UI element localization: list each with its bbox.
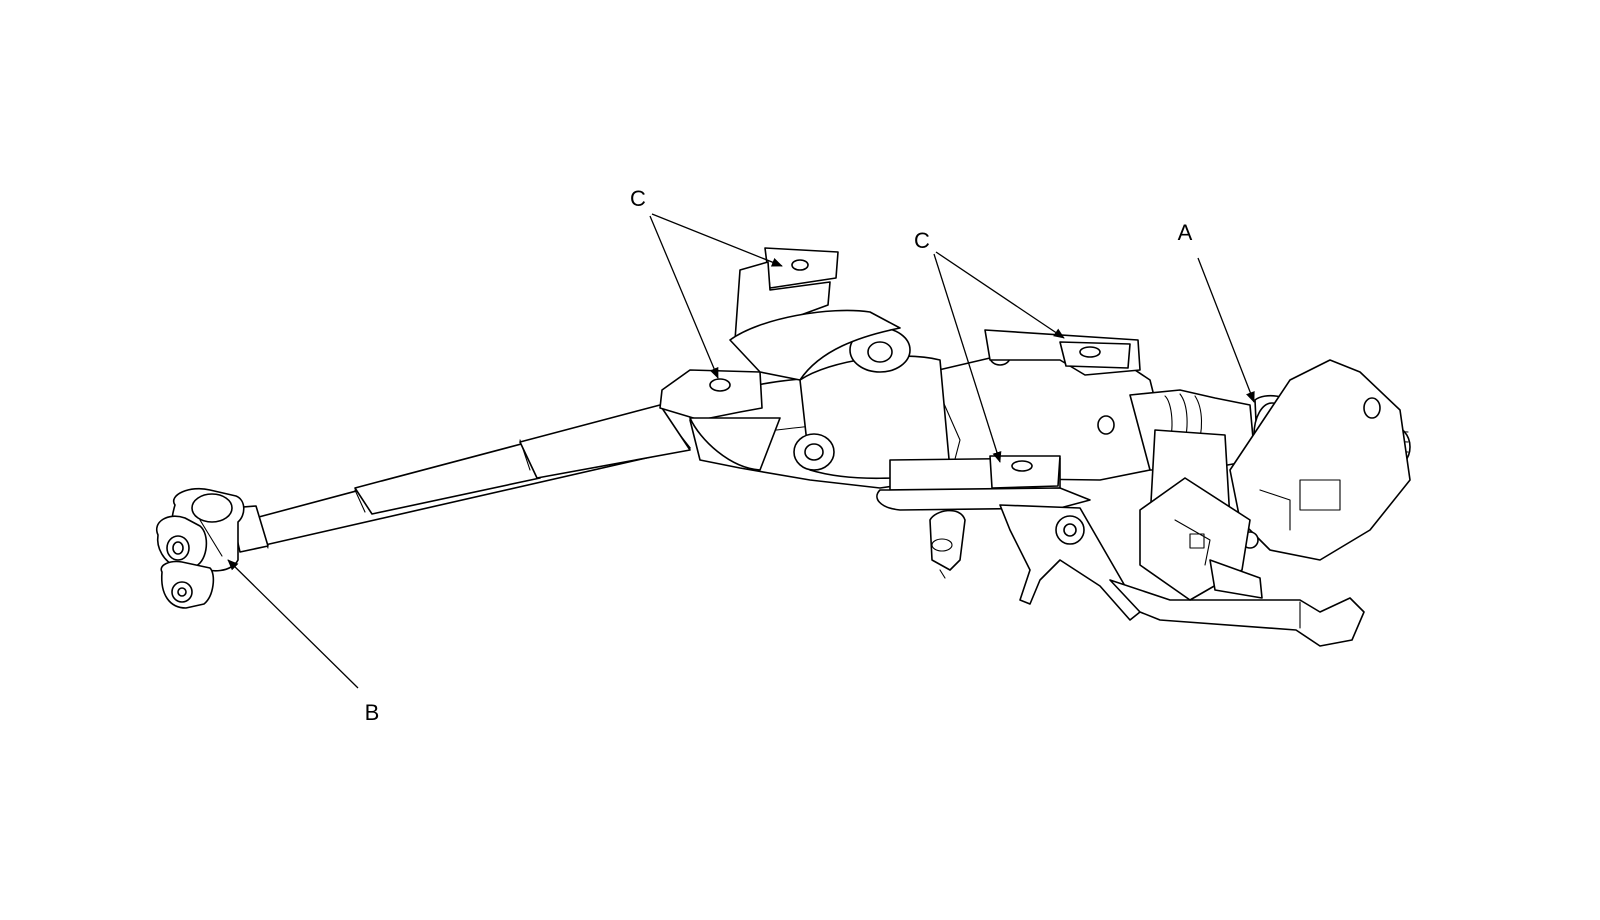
callout-b: B xyxy=(365,700,380,725)
universal-joint-b xyxy=(155,487,269,609)
intermediate-shaft xyxy=(254,404,691,549)
leader-line-b xyxy=(227,559,359,689)
leader-line-c1-upper xyxy=(651,213,783,267)
switch-module xyxy=(1139,477,1263,601)
right-mounting-bracket xyxy=(876,329,1141,511)
leader-line-c2-upper xyxy=(935,251,1065,339)
callout-c-right: C xyxy=(914,228,930,253)
callout-a: A xyxy=(1178,220,1193,245)
tilt-lever-assembly xyxy=(929,504,1365,647)
left-mounting-bracket xyxy=(659,247,901,471)
steering-column-assembly xyxy=(155,247,1411,647)
leader-line-c1-lower xyxy=(649,215,719,379)
callout-c-left: C xyxy=(630,186,646,211)
upper-shaft-housing xyxy=(1129,359,1411,561)
leader-line-c2-lower xyxy=(933,253,1002,463)
leader-line-a xyxy=(1197,257,1255,403)
callouts: A B C C xyxy=(227,186,1255,725)
